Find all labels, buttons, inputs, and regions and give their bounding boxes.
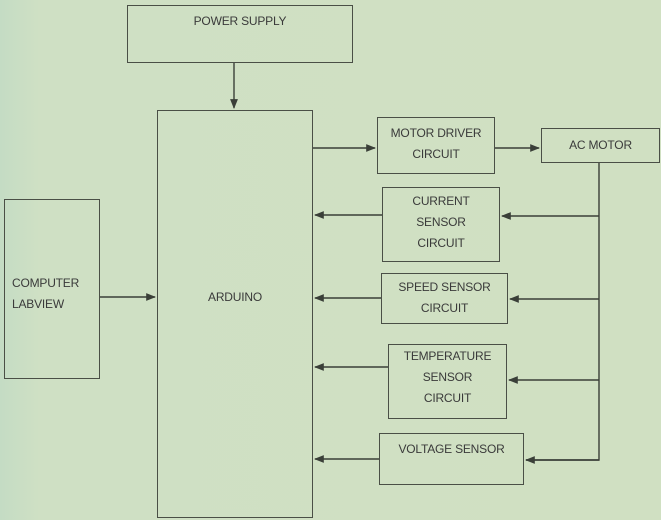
power-supply-block: POWER SUPPLY	[127, 5, 353, 63]
temperature-sensor-label-line2: SENSOR	[422, 370, 473, 384]
labview-label: LABVIEW	[12, 297, 64, 311]
temperature-sensor-label-line3: CIRCUIT	[423, 391, 472, 405]
voltage-sensor-block: VOLTAGE SENSOR	[379, 433, 524, 485]
arduino-block: ARDUINO	[157, 110, 313, 518]
power-supply-label: POWER SUPPLY	[193, 14, 287, 28]
temperature-sensor-circuit-block: TEMPERATURE SENSOR CIRCUIT	[388, 344, 507, 419]
motor-driver-label-line2: CIRCUIT	[412, 147, 460, 161]
feedback-bus-line	[526, 163, 600, 461]
speed-sensor-circuit-block: SPEED SENSOR CIRCUIT	[381, 273, 508, 324]
ac-motor-label: AC MOTOR	[569, 138, 632, 152]
computer-label: COMPUTER	[12, 276, 80, 290]
speed-sensor-label-line2: CIRCUIT	[420, 301, 469, 315]
current-sensor-label-line2: SENSOR	[416, 215, 466, 229]
voltage-sensor-label: VOLTAGE SENSOR	[398, 442, 505, 456]
motor-driver-circuit-block: MOTOR DRIVER CIRCUIT	[377, 117, 495, 174]
current-sensor-circuit-block: CURRENT SENSOR CIRCUIT	[382, 187, 500, 262]
temperature-sensor-label-line1: TEMPERATURE	[403, 349, 492, 363]
computer-labview-block: COMPUTER LABVIEW	[4, 199, 100, 379]
arduino-label: ARDUINO	[208, 290, 262, 304]
current-sensor-label-line3: CIRCUIT	[417, 236, 465, 250]
ac-motor-block: AC MOTOR	[541, 128, 660, 163]
speed-sensor-label-line1: SPEED SENSOR	[398, 280, 491, 294]
current-sensor-label-line1: CURRENT	[412, 194, 470, 208]
motor-driver-label-line1: MOTOR DRIVER	[390, 126, 482, 140]
